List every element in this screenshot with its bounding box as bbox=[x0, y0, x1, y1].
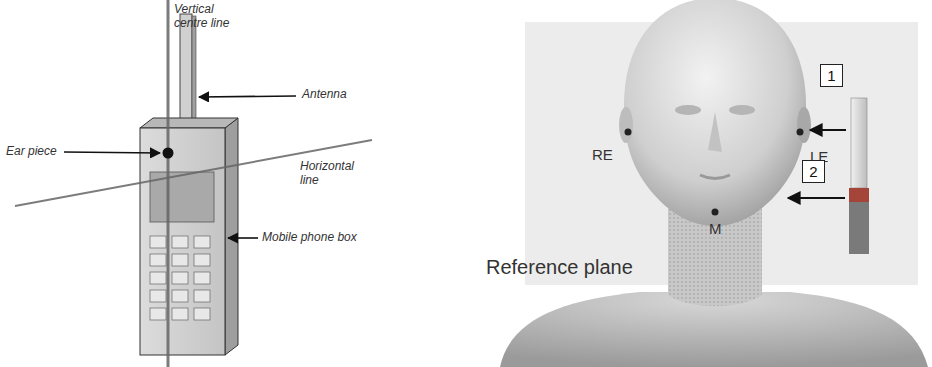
part-label: Antenna bbox=[302, 88, 347, 102]
part-label: Mobile phone box bbox=[262, 231, 357, 245]
callout-box: 1 bbox=[820, 64, 843, 87]
head-figure bbox=[500, 0, 928, 367]
point-label: M bbox=[709, 220, 722, 237]
point-label: RE bbox=[592, 146, 613, 163]
part-label: Ear piece bbox=[6, 145, 57, 159]
plane-label: Reference plane bbox=[486, 256, 633, 279]
callout-number: 1 bbox=[827, 67, 835, 84]
phone-figure bbox=[15, 0, 372, 367]
callout-number: 2 bbox=[809, 163, 817, 180]
line-label: Horizontal line bbox=[300, 160, 362, 188]
callout-box: 2 bbox=[802, 160, 825, 183]
line-label: Vertical centre line bbox=[174, 3, 246, 31]
